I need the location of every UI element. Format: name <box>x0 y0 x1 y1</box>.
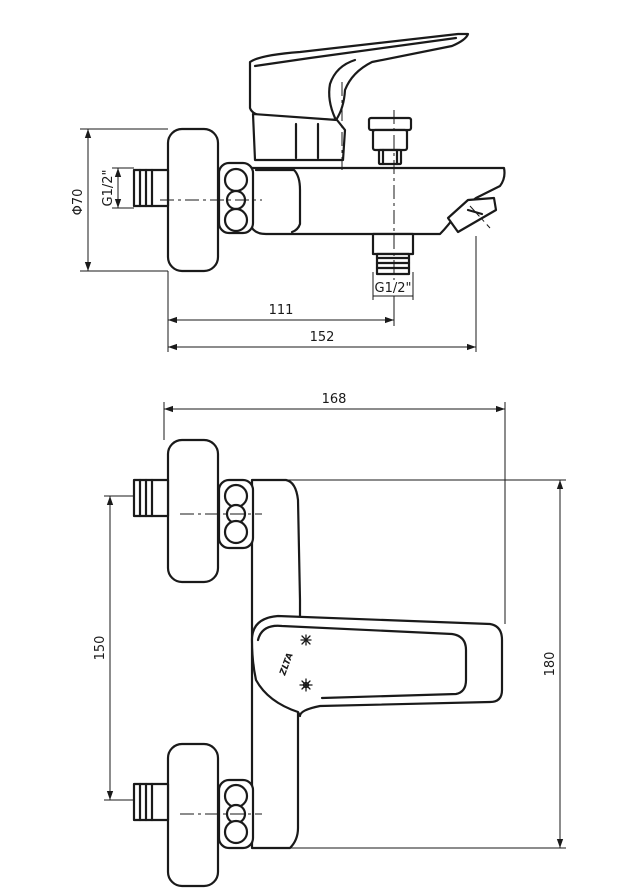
side-lever-handle <box>248 32 470 122</box>
dim-height-label: 180 <box>543 652 558 677</box>
side-union-nut <box>217 161 255 235</box>
front-bottom-wall-flange <box>166 742 220 888</box>
side-cartridge-housing <box>251 112 347 162</box>
front-view: ZLTA <box>93 392 566 888</box>
side-spout-outlet <box>371 232 415 276</box>
front-bottom-inlet-pipe <box>132 782 170 822</box>
dim-inlet-thread-label: G1/2" <box>101 170 116 207</box>
side-body <box>250 166 506 236</box>
front-lever-handle: ZLTA <box>250 614 504 718</box>
side-inlet-pipe <box>132 168 170 208</box>
front-top-inlet-pipe <box>132 478 170 518</box>
side-aerator <box>446 196 498 234</box>
hot-sun-icon <box>299 678 313 692</box>
cold-snowflake-icon <box>300 634 312 646</box>
dim-spout-thread-label: G1/2" <box>375 281 412 296</box>
side-diverter-knob <box>367 116 413 166</box>
front-top-wall-flange <box>166 438 220 584</box>
dim-diameter-label: Φ70 <box>71 189 86 216</box>
dim-depth-total-label: 152 <box>310 330 335 345</box>
side-view: Φ70 G1/2" G1/2" 111 152 <box>71 32 506 352</box>
dim-width-label: 168 <box>322 392 347 407</box>
dim-inlet-spacing-label: 150 <box>93 636 108 661</box>
dim-depth-center-label: 111 <box>269 303 294 318</box>
